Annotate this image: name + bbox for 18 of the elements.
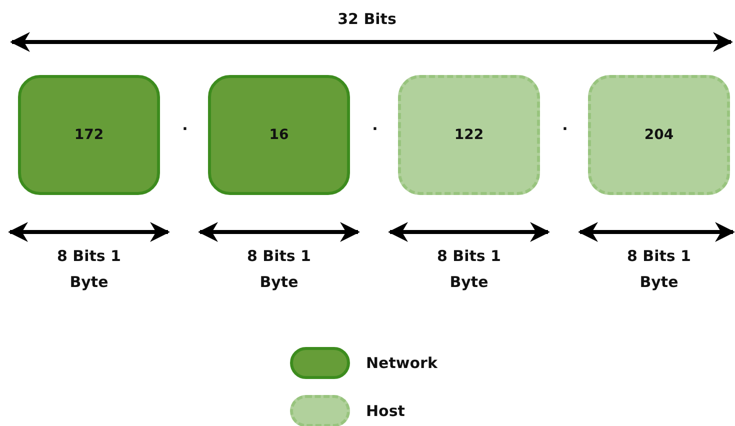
dimension-label: 8 Bits 1 Byte	[56, 246, 122, 293]
dimension-label: 32 Bits	[336, 9, 398, 30]
octet-value: 172	[74, 127, 104, 143]
separator-dot: .	[371, 115, 379, 136]
legend-label: Network	[366, 353, 438, 374]
legend-label: Host	[366, 401, 405, 422]
separator-dot: .	[561, 115, 569, 136]
octet-box	[588, 75, 730, 195]
octet-box	[398, 75, 540, 195]
octet-box	[208, 75, 350, 195]
octet-value: 204	[644, 127, 674, 143]
separator-dot: .	[181, 115, 189, 136]
octet-box	[18, 75, 160, 195]
octet-value: 122	[454, 127, 484, 143]
dimension-label: 8 Bits 1 Byte	[436, 246, 502, 293]
dimension-label: 8 Bits 1 Byte	[626, 246, 692, 293]
dimension-label: 8 Bits 1 Byte	[246, 246, 312, 293]
octet-value: 16	[269, 127, 289, 143]
